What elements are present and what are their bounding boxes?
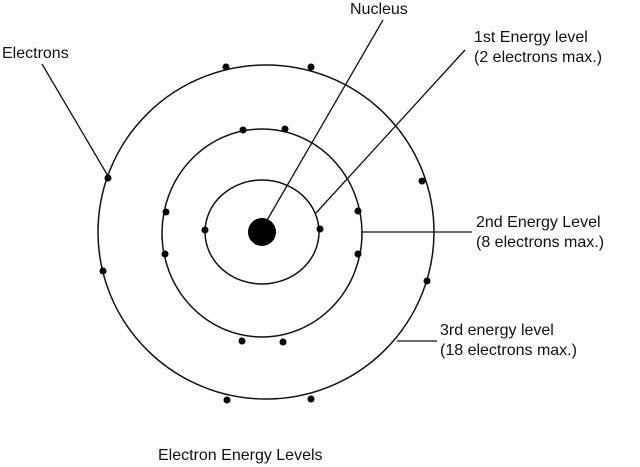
electron	[418, 177, 426, 185]
electron	[354, 207, 362, 215]
label-electrons-text: Electrons	[2, 45, 69, 62]
shell-2	[161, 128, 363, 338]
electron	[104, 174, 112, 182]
electron	[99, 267, 107, 275]
diagram-caption-text: Electron Energy Levels	[158, 447, 323, 464]
leader-line-electrons	[41, 63, 109, 177]
label-third-energy-level: 3rd energy level (18 electrons max.)	[440, 321, 577, 361]
electron	[307, 395, 315, 403]
diagram-caption: Electron Energy Levels	[158, 446, 323, 466]
label-third-energy-level-title: 3rd energy level	[440, 322, 554, 339]
electron	[316, 225, 324, 233]
label-first-energy-level: 1st Energy level (2 electrons max.)	[474, 28, 602, 68]
electron	[223, 396, 231, 404]
electron	[162, 208, 170, 216]
label-second-energy-level-title: 2nd Energy Level	[476, 214, 601, 231]
electron	[307, 63, 315, 71]
label-first-energy-level-capacity: (2 electrons max.)	[474, 49, 603, 66]
leader-line-level1	[315, 49, 466, 214]
electron	[238, 337, 246, 345]
label-second-energy-level-capacity: (8 electrons max.)	[476, 234, 605, 251]
electron	[279, 338, 287, 346]
electron	[161, 250, 169, 258]
electron	[354, 250, 362, 258]
electron	[239, 126, 247, 134]
label-third-energy-level-capacity: (18 electrons max.)	[440, 342, 577, 359]
nucleus	[248, 218, 276, 246]
label-electrons: Electrons	[2, 44, 69, 64]
label-nucleus-text: Nucleus	[350, 1, 408, 18]
label-first-energy-level-title: 1st Energy level	[474, 29, 588, 46]
electron	[222, 63, 230, 71]
label-nucleus: Nucleus	[350, 0, 408, 20]
electron	[423, 277, 431, 285]
leader-line-nucleus	[265, 19, 384, 223]
label-second-energy-level: 2nd Energy Level (8 electrons max.)	[476, 213, 604, 253]
electron	[201, 226, 209, 234]
electron	[281, 125, 289, 133]
